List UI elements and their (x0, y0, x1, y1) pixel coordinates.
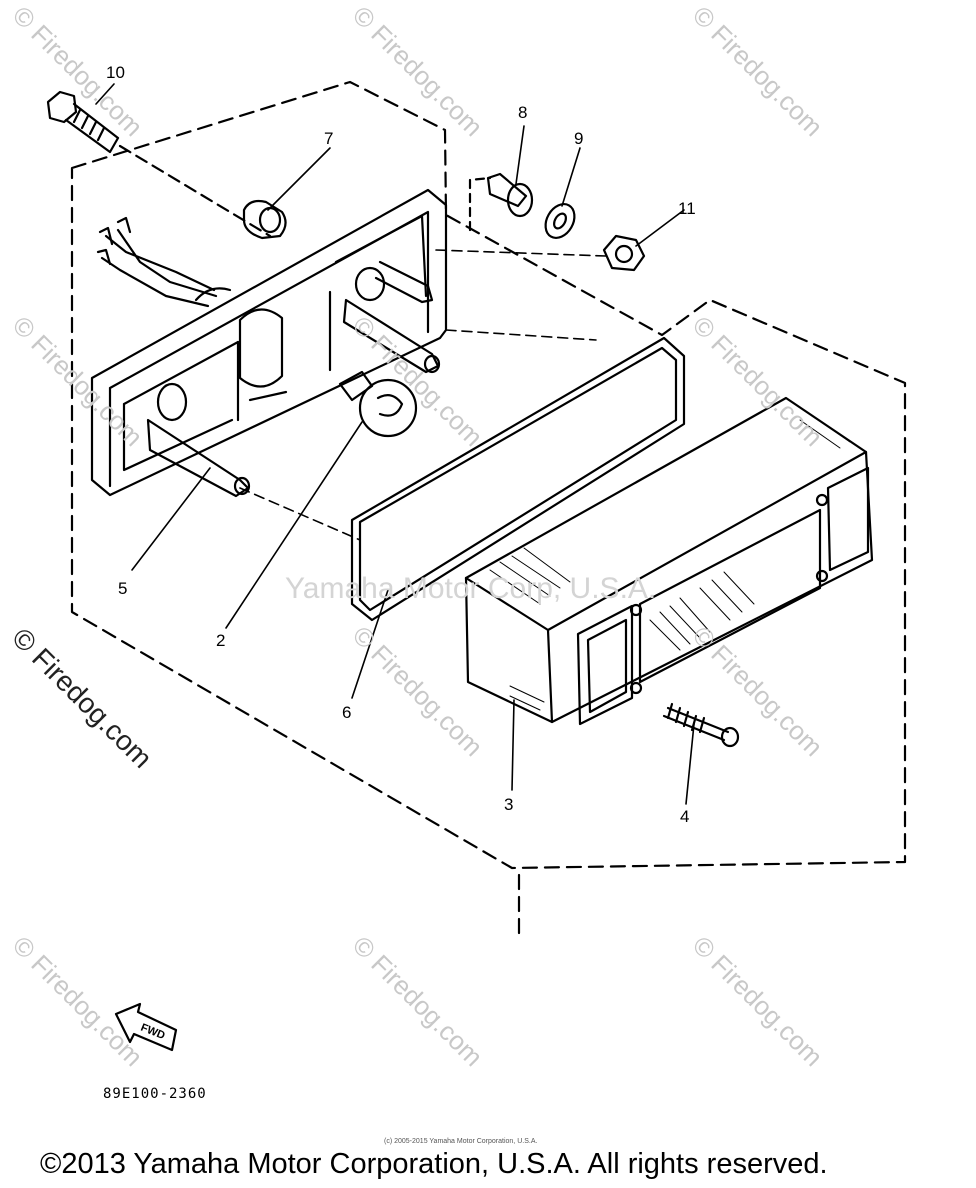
callout-10: 10 (106, 63, 125, 82)
base-housing (90, 188, 448, 498)
callout-7: 7 (324, 129, 333, 148)
lens-3 (464, 396, 874, 726)
leader-lines (95, 83, 695, 805)
lens-hatching (489, 413, 851, 711)
gasket-6 (350, 336, 686, 622)
callout-2: 2 (216, 631, 225, 650)
callout-8: 8 (518, 103, 527, 122)
washer-9 (544, 203, 576, 239)
bulb-2 (338, 370, 418, 438)
collar-8 (486, 172, 534, 218)
callout-6: 6 (342, 703, 351, 722)
small-copyright: (c) 2005-2015 Yamaha Motor Corporation, … (384, 1138, 538, 1145)
center-watermark: Yamaha Motor Corp, U.S.A. (285, 572, 657, 605)
nut-11 (602, 234, 646, 272)
group-boundary-dashed (70, 80, 907, 870)
bolt-10 (46, 90, 120, 154)
bolt-10-axis (118, 144, 272, 238)
diagram-code: 89E100-2360 (103, 1086, 207, 1102)
bracket-dashed (468, 176, 492, 232)
callout-3: 3 (504, 795, 513, 814)
screw-4 (662, 702, 740, 748)
fwd-arrow-icon (114, 1002, 178, 1052)
footer-copyright: ©2013 Yamaha Motor Corporation, U.S.A. A… (40, 1148, 828, 1180)
callout-4: 4 (680, 807, 689, 826)
callout-5: 5 (118, 579, 127, 598)
callout-9: 9 (574, 129, 583, 148)
grommet-7 (242, 199, 287, 240)
callout-11: 11 (678, 199, 696, 218)
